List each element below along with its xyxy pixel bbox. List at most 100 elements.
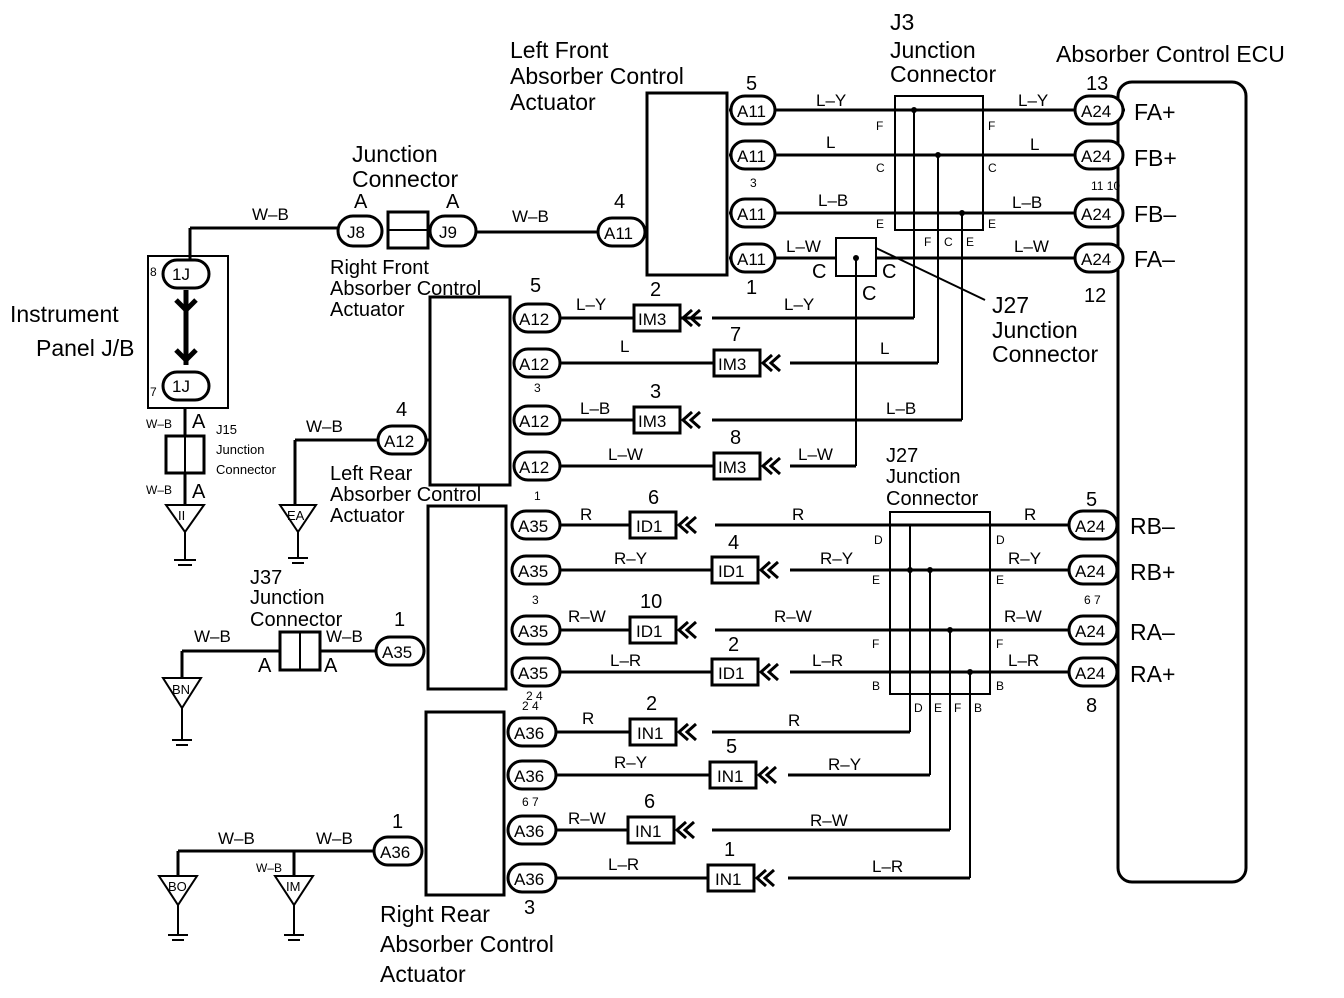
conn-a24-5: A24 (1075, 517, 1105, 536)
j3-title-1: J3 (890, 9, 914, 35)
wire-l-3: L (620, 337, 629, 356)
jl-a-3: A (192, 411, 206, 433)
wire-ry-5: R–Y (828, 755, 861, 774)
svg-text:E: E (966, 235, 974, 249)
tiny-pin-a24-fb: 11 10 (1091, 179, 1120, 193)
j15-title-2: Junction (216, 442, 264, 457)
pin-a24-rb-minus: 5 (1086, 489, 1097, 511)
conn-in1-1: IN1 (637, 724, 663, 743)
pin-im3-3: 3 (650, 381, 661, 403)
ground-bo-label: BO (168, 879, 187, 894)
j27-bot-title-1: J27 (886, 445, 918, 467)
svg-text:D: D (914, 701, 923, 715)
pin-id1-2: 4 (728, 532, 739, 554)
wire-lw-3: L–W (608, 445, 643, 464)
wire-lr-4: L–R (608, 855, 639, 874)
wire-wb-4: W–B (194, 627, 231, 646)
svg-text:7: 7 (150, 385, 157, 399)
wire-lw-4: L–W (798, 445, 833, 464)
svg-text:C: C (876, 161, 885, 175)
right-front-actuator (428, 295, 512, 487)
svg-text:F: F (988, 119, 995, 133)
conn-a11-4: A11 (737, 250, 766, 269)
pin-id1-4: 2 (728, 634, 739, 656)
conn-id1-3: ID1 (636, 622, 662, 641)
ground-im: IM (273, 875, 315, 941)
jl-c-3: C (862, 283, 876, 305)
wire-ly-4: L–Y (784, 295, 814, 314)
wire-ry-4: R–Y (614, 753, 647, 772)
ground-ii: II (164, 504, 206, 566)
left-front-actuator (645, 91, 729, 277)
tiny-pin-a35-top: 1 (534, 489, 541, 503)
conn-a24-3: A24 (1081, 205, 1111, 224)
ecu-terminal-fa-minus: FA– (1134, 246, 1175, 272)
svg-text:D: D (996, 533, 1005, 547)
conn-a36-1: A36 (514, 724, 544, 743)
wire-ry-1: R–Y (614, 549, 647, 568)
left-rear-actuator (426, 504, 508, 691)
svg-text:8: 8 (150, 265, 157, 279)
svg-text:C: C (988, 161, 997, 175)
wire-wb-5: W–B (326, 627, 363, 646)
svg-text:C: C (944, 235, 953, 249)
pin-im3-2: 7 (730, 324, 741, 346)
svg-text:B: B (996, 679, 1004, 693)
wire-lr-2: L–R (812, 651, 843, 670)
pin-id1-3: 10 (640, 591, 662, 613)
ground-im-label: IM (286, 879, 300, 894)
conn-im3-4: IM3 (718, 458, 746, 477)
conn-a36-2: A36 (514, 767, 544, 786)
wire-wb-3: W–B (306, 417, 343, 436)
fuse-link-icon (174, 290, 198, 365)
tiny-pin-a35-bot: 2 4 (526, 689, 543, 703)
wire-lr-3: L–R (1008, 651, 1039, 670)
conn-a12-2: A12 (519, 355, 549, 374)
ecu-terminal-ra-plus: RA+ (1130, 661, 1175, 687)
absorber-control-ecu (1116, 80, 1248, 884)
conn-a24-7: A24 (1075, 622, 1105, 641)
wire-ly-1: L–Y (816, 91, 846, 110)
rf-actuator-title-3: Actuator (330, 299, 405, 321)
conn-in1-4: IN1 (715, 870, 741, 889)
ecu-terminal-fa-plus: FA+ (1134, 99, 1176, 125)
pin-a24-fa-minus: 12 (1084, 285, 1106, 307)
conn-a36-4: A36 (514, 870, 544, 889)
jl-a-5: A (258, 655, 272, 677)
jl-a-6: A (324, 655, 338, 677)
conn-in1-2: IN1 (717, 767, 743, 786)
wire-wb-9: W–B (146, 483, 172, 497)
wire-r-2: R (792, 505, 804, 524)
tiny-pin-a35-mid: 3 (532, 593, 539, 607)
pin-id1-1: 6 (648, 487, 659, 509)
conn-id1-2: ID1 (718, 562, 744, 581)
wire-rw-1: R–W (568, 607, 606, 626)
j27-top-title-2: Junction (992, 317, 1078, 343)
right-rear-actuator (424, 710, 506, 897)
conn-a35-1: A35 (518, 517, 548, 536)
conn-a11-5: A11 (604, 224, 633, 243)
jc-title-1: Junction (352, 141, 438, 167)
svg-text:F: F (872, 637, 879, 651)
pin-a11-top: 5 (746, 73, 757, 95)
conn-a35-4: A35 (518, 664, 548, 683)
jl-a-2: A (446, 191, 460, 213)
rr-actuator-title-3: Actuator (380, 961, 466, 987)
pin-a24-top: 13 (1086, 73, 1108, 95)
jl-c-2: C (882, 261, 896, 283)
svg-text:B: B (872, 679, 880, 693)
connector-ovals (336, 94, 1125, 894)
lr-actuator-title-1: Left Rear (330, 463, 413, 485)
wire-wb-10: W–B (256, 861, 282, 875)
wire-rw-3: R–W (1004, 607, 1042, 626)
lr-actuator-title-3: Actuator (330, 505, 405, 527)
inline-connectors (626, 303, 762, 893)
instrument-panel-jb (147, 255, 229, 409)
wire-wb-1: W–B (252, 205, 289, 224)
j15-title-1: J15 (216, 422, 237, 437)
conn-a11-3: A11 (737, 205, 766, 224)
wire-rw-5: R–W (810, 811, 848, 830)
wire-r-3: R (1024, 505, 1036, 524)
j27-top-title-1: J27 (992, 292, 1029, 318)
jl-a-1: A (354, 191, 368, 213)
